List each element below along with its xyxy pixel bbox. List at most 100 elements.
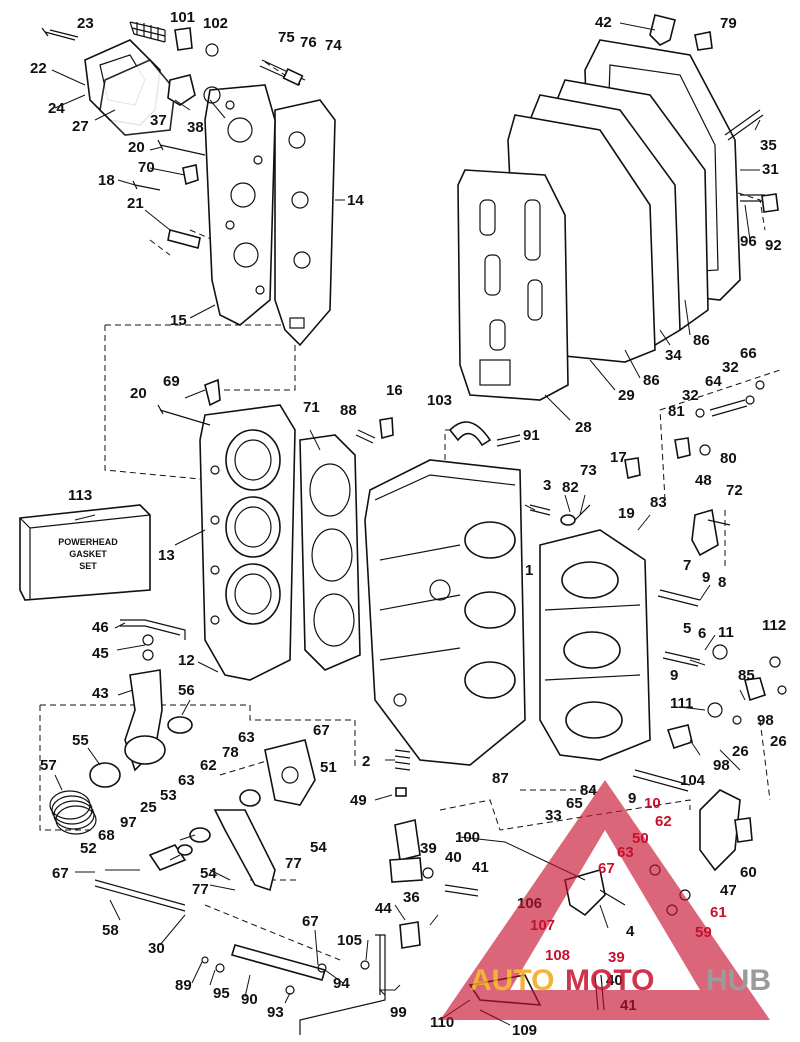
cylinder-block-cover	[157, 378, 361, 681]
callout-56: 56	[178, 682, 195, 699]
callout-89: 89	[175, 977, 192, 994]
callout-109: 109	[512, 1022, 537, 1039]
callout-100: 100	[455, 829, 480, 846]
watermark-moto: MOTO	[565, 964, 654, 997]
callout-4: 4	[626, 923, 635, 940]
callout-69: 69	[163, 373, 180, 390]
callout-67c: 67	[302, 913, 319, 930]
callout-74: 74	[325, 37, 342, 54]
callout-27: 27	[72, 118, 89, 135]
callout-47: 47	[720, 882, 737, 899]
callout-103: 103	[427, 392, 452, 409]
callout-88: 88	[340, 402, 357, 419]
assembly-guide-lines	[39, 61, 781, 961]
gasket-box-line1: POWERHEAD	[58, 537, 118, 547]
callout-17: 17	[610, 449, 627, 466]
callout-53: 53	[160, 787, 177, 804]
watermark-hub: HUB	[706, 964, 771, 997]
callout-2: 2	[362, 753, 370, 770]
callout-63a: 63	[238, 729, 255, 746]
callout-61: 61	[710, 904, 727, 921]
callout-40a: 40	[445, 849, 462, 866]
callout-41a: 41	[472, 859, 489, 876]
callout-85: 85	[738, 667, 755, 684]
callout-113: 113	[68, 487, 92, 504]
callout-3: 3	[543, 477, 551, 494]
callout-30: 30	[148, 940, 165, 957]
callout-67d: 67	[598, 860, 615, 877]
callout-42: 42	[595, 14, 612, 31]
callout-31: 31	[762, 161, 779, 178]
callout-52: 52	[80, 840, 97, 857]
callout-33: 33	[545, 807, 562, 824]
callout-102: 102	[203, 15, 228, 32]
callout-45: 45	[92, 645, 109, 662]
callout-96: 96	[740, 233, 757, 250]
callout-93: 93	[267, 1004, 284, 1021]
callout-44: 44	[375, 900, 392, 917]
callout-19: 19	[618, 505, 635, 522]
callout-92: 92	[765, 237, 782, 254]
callout-39a: 39	[420, 840, 437, 857]
callout-58: 58	[102, 922, 119, 939]
callout-20b: 20	[130, 385, 147, 402]
callout-91: 91	[523, 427, 540, 444]
callout-101: 101	[170, 9, 195, 26]
callout-112: 112	[762, 617, 786, 634]
callout-98b: 98	[713, 757, 730, 774]
lower-brackets	[389, 819, 691, 1021]
callout-99: 99	[390, 1004, 407, 1021]
callout-82: 82	[562, 479, 579, 496]
callout-83: 83	[650, 494, 667, 511]
callout-43: 43	[92, 685, 109, 702]
callout-90: 90	[241, 991, 258, 1008]
callout-97: 97	[120, 814, 137, 831]
callout-1: 1	[525, 562, 533, 579]
callout-49: 49	[350, 792, 367, 809]
callout-11: 11	[718, 624, 734, 641]
callout-104: 104	[680, 772, 706, 789]
callout-94: 94	[333, 975, 350, 992]
callout-46: 46	[92, 619, 109, 636]
spring-23	[129, 21, 166, 43]
callout-36: 36	[403, 889, 420, 906]
callout-20a: 20	[128, 139, 145, 156]
callout-35: 35	[760, 137, 777, 154]
callout-32a: 32	[722, 359, 739, 376]
spring-57	[49, 790, 97, 835]
callout-28: 28	[575, 419, 592, 436]
right-hardware	[666, 380, 787, 872]
callout-95: 95	[213, 985, 230, 1002]
callout-26a: 26	[732, 743, 749, 760]
callout-9b: 9	[670, 667, 678, 684]
callout-7: 7	[683, 557, 691, 574]
callout-15: 15	[170, 312, 187, 329]
callout-81: 81	[668, 403, 685, 420]
callout-55: 55	[72, 732, 89, 749]
callout-8: 8	[718, 574, 726, 591]
callout-40b: 40	[606, 972, 623, 989]
callout-5: 5	[683, 620, 691, 637]
callout-21: 21	[127, 195, 144, 212]
callout-86b: 86	[643, 372, 660, 389]
callout-84: 84	[580, 782, 597, 799]
callout-98a: 98	[757, 712, 774, 729]
callout-24: 24	[48, 100, 65, 117]
callout-65: 65	[566, 795, 583, 812]
callout-34: 34	[665, 347, 682, 364]
callout-37: 37	[150, 112, 167, 129]
automotohub-watermark: AUTO MOTO HUB	[440, 780, 771, 1020]
callout-48: 48	[695, 472, 712, 489]
callout-62b: 62	[655, 813, 672, 830]
callout-12: 12	[178, 652, 195, 669]
callout-38: 38	[187, 119, 204, 136]
crankcase-assembly	[355, 417, 701, 797]
watermark-auto: AUTO	[470, 964, 554, 997]
callout-86a: 86	[693, 332, 710, 349]
callout-9a: 9	[702, 569, 710, 586]
callout-18: 18	[98, 172, 115, 189]
callout-23: 23	[77, 15, 94, 32]
callout-26b: 26	[770, 733, 787, 750]
callout-39b: 39	[608, 949, 625, 966]
